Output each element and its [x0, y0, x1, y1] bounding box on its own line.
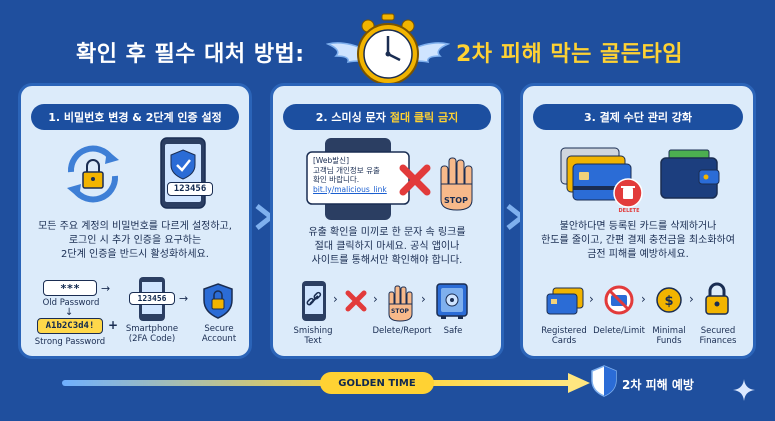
arrow-right-icon: →	[101, 282, 111, 295]
desc-line: 2단계 인증을 반드시 활성화하세요.	[61, 249, 209, 260]
chevron-right-icon: ›	[421, 292, 426, 306]
smartphone-sub: (2FA Code)	[128, 334, 176, 344]
title-banner: 확인 후 필수 대처 방법: 2차 피해 막는 골든타임	[0, 13, 775, 85]
panel-payment: 3. 결제 수단 관리 강화 DELETE 불안하다면 등록된 카드를 삭제하거…	[520, 83, 756, 359]
phone-link-icon	[301, 280, 327, 322]
svg-text:$: $	[664, 294, 673, 309]
flow-label-registered: Registered	[541, 326, 587, 336]
golden-time-arrow	[62, 370, 592, 396]
panel-description: 불안하다면 등록된 카드를 삭제하거나 한도를 줄이고, 간편 결제 충전금을 …	[531, 220, 745, 262]
desc-line: 절대 클릭하지 마세요. 공식 앱이나	[314, 241, 460, 252]
trash-icon	[613, 178, 643, 208]
flow-label-smishing: Smishing	[293, 326, 333, 336]
flow-label-delete-limit: Delete/Limit	[593, 326, 645, 336]
shield-lock-icon	[201, 282, 235, 320]
safe-icon	[435, 282, 469, 320]
red-x-icon	[345, 290, 367, 312]
desc-line: 로그인 시 추가 인증을 요구하는	[68, 235, 202, 246]
arrow-right-icon: →	[179, 292, 189, 305]
strong-password-field: A1b2C3d4!	[37, 318, 103, 334]
phone-shield-icon	[155, 136, 211, 210]
flow-label-delete: Delete/Report	[372, 326, 432, 336]
panel-description: 유출 확인을 미끼로 한 문자 속 링크를 절대 클릭하지 마세요. 공식 앱이…	[281, 226, 493, 268]
red-x-icon	[399, 164, 431, 196]
panel-header: 2. 스미싱 문자 절대 클릭 금지	[283, 104, 491, 130]
title-right: 2차 피해 막는 골든타임	[456, 42, 683, 67]
title-left: 확인 후 필수 대처 방법:	[76, 42, 305, 67]
desc-line: 금전 피해를 예방하세요.	[587, 249, 689, 260]
panel-header: 1. 비밀번호 변경 & 2단계 인증 설정	[31, 104, 239, 130]
stop-label: STOP	[444, 196, 468, 205]
flow-label-text: Text	[304, 336, 322, 346]
wallet-icon	[659, 146, 721, 202]
winged-clock-icon	[325, 10, 451, 92]
coin-icon: $	[655, 286, 683, 314]
chevron-right-icon: ›	[641, 292, 646, 306]
flow-label-secured: Secured	[700, 326, 736, 336]
flow-stop-label: STOP	[391, 308, 409, 315]
sms-line: [Web발신]	[313, 156, 350, 165]
desc-line: 사이트를 통해서만 확인해야 합니다.	[311, 255, 463, 266]
cards-icon	[545, 286, 585, 316]
sms-phone-icon	[303, 138, 413, 220]
flow-label-cards: Cards	[551, 336, 577, 346]
sms-message: [Web발신] 고객님 개인정보 유출 확인 바랍니다. bit.ly/mali…	[313, 156, 407, 194]
desc-line: 유출 확인을 미끼로 한 문자 속 링크를	[308, 227, 466, 238]
desc-line: 모든 주요 계정의 비밀번호를 다르게 설정하고,	[38, 221, 232, 232]
prevent-label: 2차 피해 예방	[622, 378, 694, 392]
desc-line: 한도를 줄이고, 간편 결제 충전금을 최소화하여	[541, 235, 735, 246]
old-password-field: ***	[43, 280, 97, 296]
flow-label-funds: Funds	[656, 336, 682, 346]
padlock-icon	[703, 282, 731, 316]
sms-line: 고객님 개인정보 유출	[313, 165, 380, 175]
stop-hand-icon	[435, 152, 479, 212]
chevron-right-icon: ›	[589, 292, 594, 306]
chevron-right-icon: ›	[373, 292, 378, 306]
panel-header: 3. 결제 수단 관리 강화	[533, 104, 743, 130]
arrow-down-icon: ↓	[65, 307, 74, 318]
sparkle-icon	[732, 378, 756, 402]
phone-code: 123456	[167, 182, 213, 196]
flow-label-minimal: Minimal	[652, 326, 686, 336]
smartphone-label: Smartphone	[125, 324, 179, 334]
strong-password-label: Strong Password	[34, 337, 106, 347]
golden-time-label: GOLDEN TIME	[320, 372, 434, 394]
secure-label: Secure	[204, 324, 234, 334]
panel-description: 모든 주요 계정의 비밀번호를 다르게 설정하고, 로그인 시 추가 인증을 요…	[29, 220, 241, 262]
panel-smishing: 2. 스미싱 문자 절대 클릭 금지 [Web발신] 고객님 개인정보 유출 확…	[270, 83, 504, 359]
chevron-right-icon: ›	[333, 292, 338, 306]
sms-link: bit.ly/malicious_link	[313, 184, 387, 194]
old-password-label: Old Password	[42, 298, 100, 308]
delete-badge: DELETE	[618, 208, 640, 214]
secure-sub: Account	[201, 334, 237, 344]
sms-line: 확인 바랍니다.	[313, 175, 360, 184]
plus-icon: +	[108, 318, 119, 332]
smartphone-code: 123456	[129, 292, 175, 305]
panel-password: 1. 비밀번호 변경 & 2단계 인증 설정 123456 모든 주요 계정의 …	[18, 83, 252, 359]
shield-check-icon	[590, 364, 618, 398]
flow-label-safe: Safe	[443, 326, 463, 336]
flow-label-finances: Finances	[699, 336, 737, 346]
header-highlight: 절대 클릭 금지	[389, 111, 459, 124]
refresh-lock-icon	[61, 142, 125, 206]
stop-hand-icon	[385, 282, 415, 322]
chevron-right-icon: ›	[689, 292, 694, 306]
desc-line: 불안하다면 등록된 카드를 삭제하거나	[559, 221, 717, 232]
no-card-icon	[603, 284, 635, 316]
header-text: 2. 스미싱 문자	[315, 111, 386, 124]
